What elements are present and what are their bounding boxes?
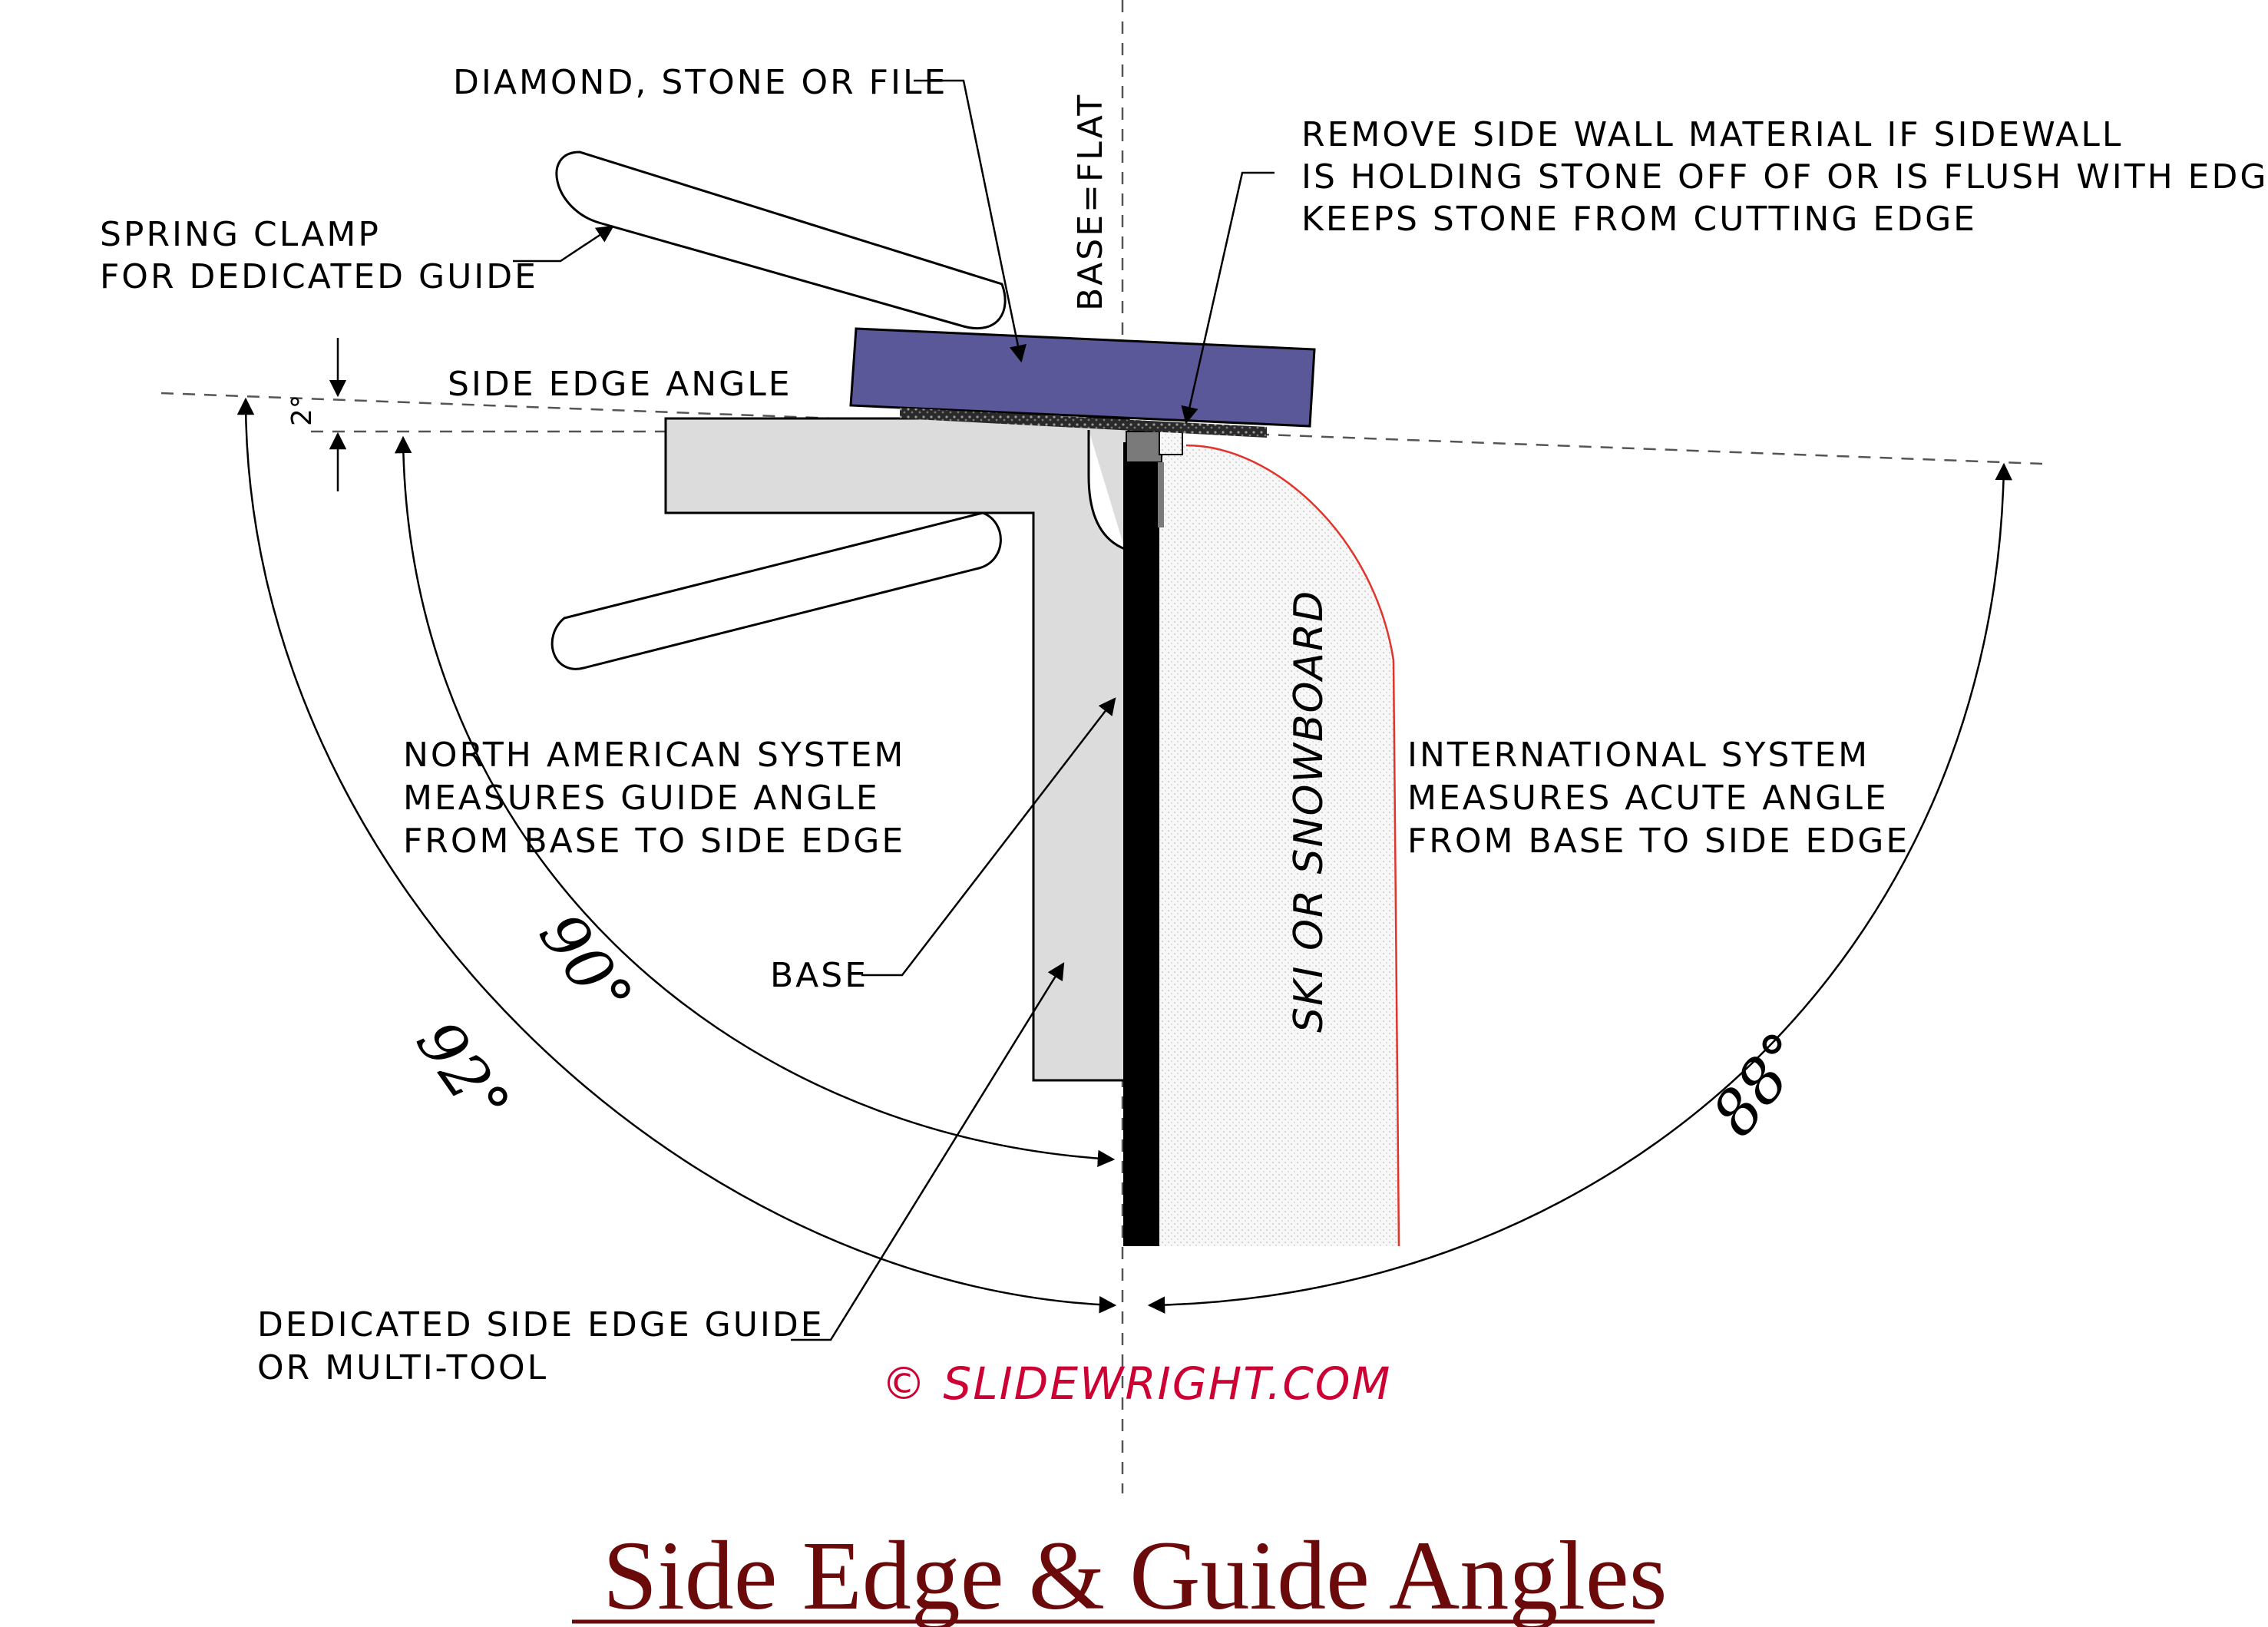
arc-88 — [1147, 462, 2012, 1314]
label-base-flat: BASE=FLAT — [1071, 93, 1110, 311]
label-intl-line2: MEASURES ACUTE ANGLE — [1407, 779, 1889, 818]
label-remove-line1: REMOVE SIDE WALL MATERIAL IF SIDEWALL — [1301, 115, 2123, 154]
angle-92: 92° — [402, 1008, 524, 1138]
angle-90: 90° — [525, 901, 646, 1030]
leader-base — [861, 697, 1116, 977]
angle-88: 88° — [1698, 1020, 1822, 1149]
leader-diamond — [914, 79, 1027, 363]
ski-body — [1159, 445, 1399, 1246]
label-side-edge-angle: SIDE EDGE ANGLE — [448, 365, 792, 404]
label-remove-line3: KEEPS STONE FROM CUTTING EDGE — [1301, 200, 1977, 239]
leader-guide — [791, 962, 1065, 1341]
label-intl-line1: INTERNATIONAL SYSTEM — [1407, 736, 1870, 775]
leader-spring-clamp — [513, 225, 614, 263]
copyright: © SLIDEWRIGHT.COM — [881, 1357, 1391, 1410]
label-na-line1: NORTH AMERICAN SYSTEM — [403, 736, 905, 775]
page-title: Side Edge & Guide Angles — [603, 1521, 1668, 1627]
label-remove-line2: IS HOLDING STONE OFF OF OR IS FLUSH WITH… — [1301, 157, 2268, 197]
label-intl-line3: FROM BASE TO SIDE EDGE — [1407, 822, 1909, 861]
arc-90 — [394, 435, 1116, 1168]
leader-sidewall — [1181, 171, 1275, 425]
small-angle-label: 2° — [286, 395, 318, 426]
label-na-line3: FROM BASE TO SIDE EDGE — [403, 822, 905, 861]
sidewall-material-removed — [1159, 431, 1183, 455]
label-diamond: DIAMOND, STONE OR FILE — [453, 63, 947, 102]
label-guide-line2: OR MULTI-TOOL — [257, 1348, 548, 1387]
label-na-line2: MEASURES GUIDE ANGLE — [403, 779, 880, 818]
ski-edge — [1123, 442, 1159, 1246]
spring-clamp-upper — [555, 150, 1007, 329]
label-guide-line1: DEDICATED SIDE EDGE GUIDE — [257, 1305, 825, 1344]
label-ski-or-snowboard: SKI OR SNOWBOARD — [1286, 590, 1332, 1033]
label-base: BASE — [770, 956, 868, 995]
label-spring-line1: SPRING CLAMP — [100, 215, 381, 254]
spring-clamp-lower — [550, 511, 1002, 670]
edge-top — [1126, 431, 1162, 463]
label-spring-line2: FOR DEDICATED GUIDE — [100, 257, 538, 296]
edge-bevel-highlight — [1158, 462, 1164, 527]
